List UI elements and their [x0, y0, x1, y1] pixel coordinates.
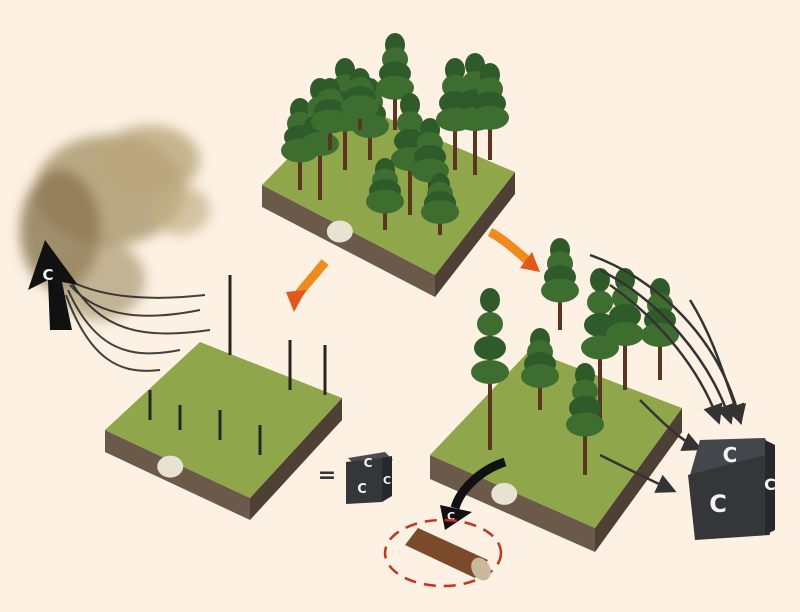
conifer-tree [521, 328, 559, 410]
tree-foliage [341, 95, 379, 119]
tree-foliage [581, 335, 619, 360]
tile-grass [430, 350, 682, 528]
carbon-flow-arrows [589, 253, 747, 493]
boulder [326, 220, 353, 243]
small-cube-side-label: C [383, 474, 391, 487]
conifer-tree [566, 363, 604, 475]
small-cube-front-label: C [357, 482, 367, 497]
large-cube-top-label: C [723, 443, 738, 467]
large-cube-front-label: C [709, 490, 727, 518]
conifer-tree [421, 173, 459, 235]
tree-foliage [311, 109, 349, 134]
conifer-tree [471, 63, 509, 160]
tree-foliage [587, 290, 613, 315]
tree-foliage [471, 360, 509, 384]
log-dashed-circle [383, 518, 503, 588]
conifer-tree [311, 78, 349, 150]
tile-grass [105, 342, 342, 498]
large-carbon-cube: C C C [688, 438, 776, 540]
small-carbon-cube: C C C [346, 452, 393, 504]
tree-foliage [541, 278, 579, 303]
equals-sign: = [318, 463, 336, 488]
tree-foliage [477, 312, 503, 336]
small-cube-top-label: C [364, 456, 373, 470]
tree-foliage [376, 75, 414, 100]
fire-arrow-right [487, 228, 540, 272]
tree-foliage [400, 93, 420, 117]
tree-foliage [421, 200, 459, 224]
tree-foliage [480, 288, 500, 312]
tree-foliage [397, 111, 423, 135]
tree-foliage [465, 53, 485, 77]
large-cube-side-label: C [764, 475, 776, 494]
tile-soil-side [595, 408, 682, 552]
smoke-streaks [65, 279, 211, 372]
tree-foliage [474, 336, 506, 360]
harvest-carbon-arrow: C [440, 457, 507, 530]
tree-foliage [609, 304, 641, 328]
tile-soil-side [435, 172, 515, 297]
conifer-tree [471, 288, 509, 450]
burned-forest-tile [105, 342, 342, 520]
smoke-arrow-carbon-label: C [42, 266, 53, 284]
smoke-carbon-arrow: C [28, 240, 78, 330]
tree-foliage [590, 268, 610, 292]
tree-foliage [641, 323, 679, 347]
boulder [491, 482, 518, 505]
tree-foliage [606, 322, 644, 346]
tree-foliage [366, 189, 404, 214]
conifer-tree [541, 238, 579, 330]
conifer-tree [341, 68, 379, 130]
tree-foliage [471, 105, 509, 130]
conifer-tree [581, 268, 619, 420]
tile-soil-front [262, 185, 435, 297]
tree-foliage [521, 364, 559, 388]
tile-soil-side [250, 398, 342, 520]
tree-foliage [566, 412, 604, 437]
conifer-tree [376, 33, 414, 130]
conifer-tree [366, 158, 404, 230]
boulder [157, 455, 184, 478]
harvested-log [405, 528, 491, 581]
tree-foliage [301, 132, 339, 156]
log-arrow-carbon-label: C [447, 510, 455, 523]
fire-arrow-left [286, 259, 329, 312]
